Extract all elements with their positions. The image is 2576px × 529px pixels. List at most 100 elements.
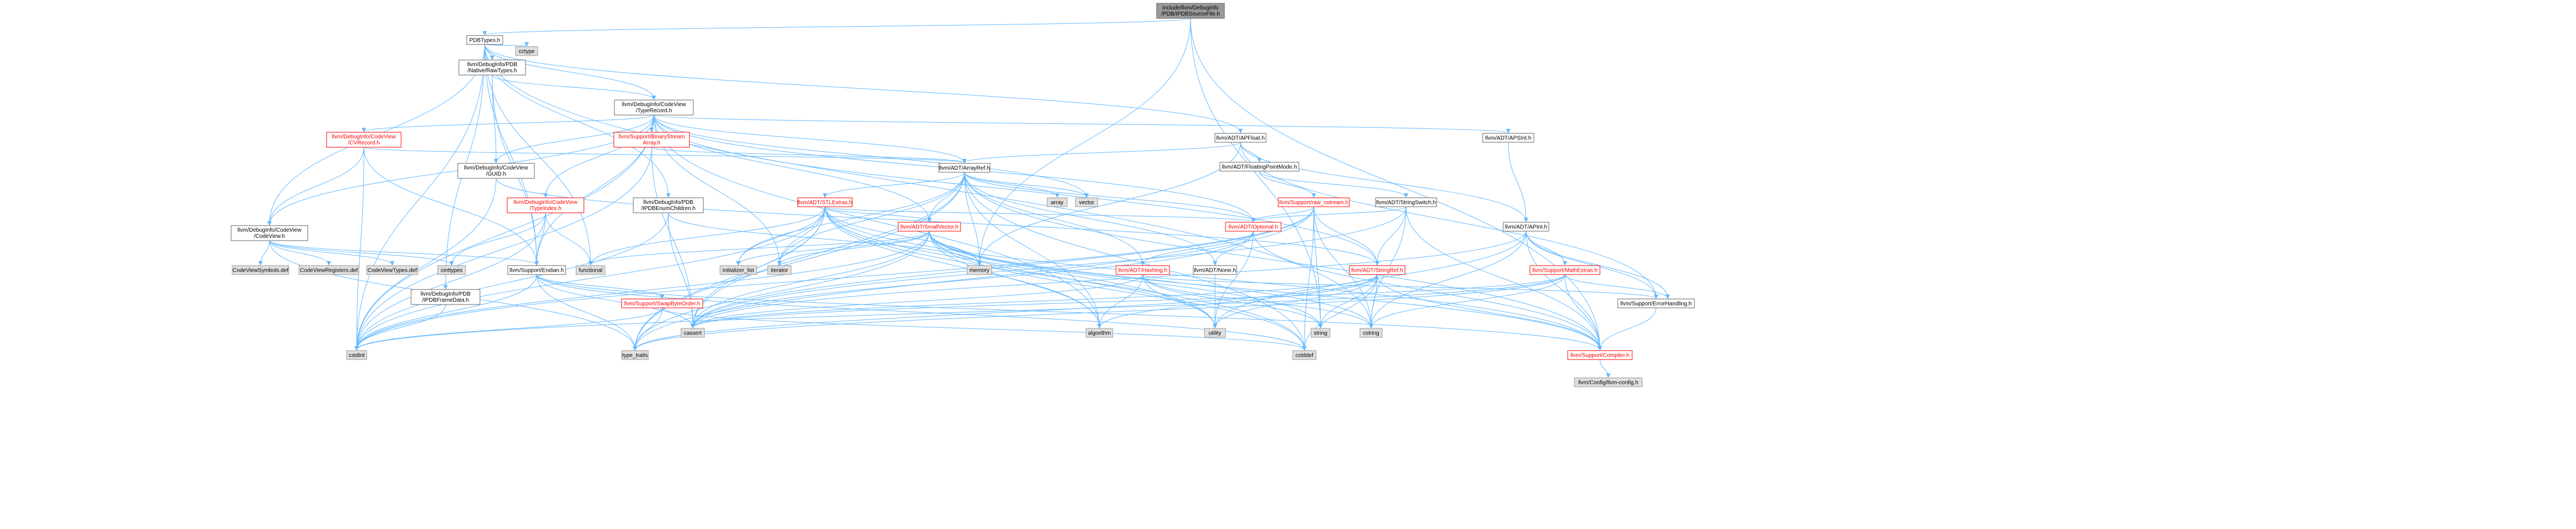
node-cstddef-label-0: cstddef	[1295, 353, 1313, 359]
node-functional[interactable]: functional	[576, 265, 606, 275]
node-algorithm[interactable]: algorithm	[1086, 328, 1113, 338]
node-endian[interactable]: llvm/Support/Endian.h	[507, 265, 566, 275]
node-stringref[interactable]: llvm/ADT/StringRef.h	[1349, 265, 1405, 275]
node-swapbyteorder[interactable]: llvm/Support/SwapByteOrder.h	[621, 298, 703, 308]
node-endian-label-0: llvm/Support/Endian.h	[509, 268, 564, 274]
node-typeindex-box	[507, 197, 584, 213]
edge-apint-to-cstring	[1369, 231, 1527, 328]
node-arrayref[interactable]: llvm/ADT/ArrayRef.h	[938, 163, 991, 173]
edge-rawostream-to-cstddef	[1302, 206, 1314, 351]
node-llvmconfig[interactable]: llvm/Config/llvm-config.h	[1574, 377, 1643, 387]
node-cvregistersdef[interactable]: CodeViewRegisters.def	[298, 265, 359, 275]
node-cassert[interactable]: cassert	[681, 328, 705, 338]
node-iterator[interactable]: iterator	[767, 265, 792, 275]
edge-pdbtypes-to-apfloat	[484, 44, 1243, 133]
node-cvtypesdef[interactable]: CodeViewTypes.def	[366, 265, 418, 275]
node-root[interactable]: include/llvm/DebugInfo/PDB/IPDBSourceFil…	[1156, 3, 1225, 19]
node-cvrecord[interactable]: llvm/DebugInfo/CodeView/CVRecord.h	[326, 132, 402, 148]
node-pdbtypes[interactable]: PDBTypes.h	[466, 35, 503, 45]
node-typetraits[interactable]: type_traits	[621, 350, 649, 360]
edge-cvrecord-to-arrayref	[363, 147, 967, 163]
node-stlextras[interactable]: llvm/ADT/STLExtras.h	[797, 197, 853, 207]
node-initializerlist[interactable]: initializer_list	[719, 265, 757, 275]
node-ipdbframedata[interactable]: llvm/DebugInfo/PDB/IPDBFrameData.h	[411, 289, 481, 305]
node-array[interactable]: array	[1047, 197, 1068, 207]
node-hashing[interactable]: llvm/ADT/Hashing.h	[1116, 265, 1170, 275]
node-floatingpointmode[interactable]: llvm/ADT/FloatingPointMode.h	[1219, 162, 1299, 172]
node-stringswitch[interactable]: llvm/ADT/StringSwitch.h	[1375, 197, 1437, 207]
edge-stlextras-to-initializerlist	[736, 206, 826, 266]
edge-arrayref-to-vector	[964, 172, 1089, 198]
node-stringref-label-0: llvm/ADT/StringRef.h	[1351, 268, 1403, 274]
node-cctype[interactable]: cctype	[515, 46, 538, 56]
node-iterator-box	[767, 265, 792, 275]
node-cinttypes[interactable]: cinttypes	[437, 265, 466, 275]
edge-arrayref-to-hashing	[964, 172, 1145, 266]
node-functional-label-0: functional	[579, 268, 603, 274]
node-guid-label-1: /GUID.h	[486, 171, 506, 177]
node-utility[interactable]: utility	[1204, 328, 1226, 338]
edge-smallvector-to-utility	[929, 231, 1217, 328]
node-guid[interactable]: llvm/DebugInfo/CodeView/GUID.h	[457, 163, 535, 179]
node-smallvector[interactable]: llvm/ADT/SmallVector.h	[898, 222, 961, 232]
node-nativerawtypes[interactable]: llvm/DebugInfo/PDB/Native/RawTypes.h	[458, 59, 526, 76]
node-apfloat[interactable]: llvm/ADT/APFloat.h	[1214, 133, 1267, 143]
node-arrayref-label-0: llvm/ADT/ArrayRef.h	[939, 166, 989, 172]
edge-typerecord-to-algorithm	[653, 114, 1102, 328]
edge-typeindex-to-cinttypes	[449, 212, 546, 266]
node-root-label-1: /PDB/IPDBSourceFile.h	[1161, 11, 1220, 17]
edge-swapbyteorder-to-cstddef	[662, 307, 1307, 351]
edge-root-to-memory	[977, 18, 1191, 266]
edge-stringref-to-typetraits	[633, 274, 1378, 351]
node-cstring-box	[1359, 328, 1383, 338]
node-cstdint[interactable]: cstdint	[346, 350, 367, 360]
node-cctype-box	[515, 46, 538, 56]
edge-apint-to-climits	[1525, 231, 1670, 299]
node-array-box	[1047, 197, 1068, 207]
node-string[interactable]: string	[1310, 328, 1330, 338]
node-nativerawtypes-label-1: /Native/RawTypes.h	[468, 68, 517, 74]
node-ipdbenumchildren[interactable]: llvm/DebugInfo/PDB/IPDBEnumChildren.h	[633, 197, 704, 213]
edge-hashing-to-string	[1142, 274, 1323, 328]
node-floatingpointmode-box	[1219, 162, 1299, 172]
edge-stlextras-to-cstdint	[354, 206, 826, 351]
node-vector[interactable]: vector	[1075, 197, 1098, 207]
node-typerecord[interactable]: llvm/DebugInfo/CodeView/TypeRecord.h	[614, 99, 694, 116]
node-apsint[interactable]: llvm/ADT/APSInt.h	[1482, 133, 1534, 143]
node-cvsymbolsdef[interactable]: CodeViewSymbols.def	[232, 265, 289, 275]
node-cstring[interactable]: cstring	[1359, 328, 1383, 338]
node-none[interactable]: llvm/ADT/None.h	[1193, 265, 1237, 275]
edge-root-to-compiler	[1190, 18, 1602, 351]
node-cvsymbolsdef-box	[232, 265, 289, 275]
node-cvsymbolsdef-label-0: CodeViewSymbols.def	[233, 268, 289, 274]
node-compiler[interactable]: llvm/Support/Compiler.h	[1567, 350, 1633, 360]
node-memory[interactable]: memory	[967, 265, 992, 275]
edge-arrayref-to-initializerlist	[736, 172, 965, 266]
node-typeindex[interactable]: llvm/DebugInfo/CodeView/TypeIndex.h	[507, 197, 584, 213]
node-rawostream[interactable]: llvm/Support/raw_ostream.h	[1278, 197, 1350, 207]
node-apsint-box	[1482, 133, 1534, 143]
edge-ipdbenumchildren-to-cstdint	[354, 212, 669, 351]
edge-pdbtypes-to-functional	[484, 44, 593, 266]
edge-rawostream-to-cstring	[1313, 206, 1373, 328]
node-cassert-label-0: cassert	[684, 331, 702, 337]
node-apint[interactable]: llvm/ADT/APInt.h	[1503, 222, 1549, 232]
edge-mathextras-to-climits	[1564, 274, 1670, 299]
node-iterator-label-0: iterator	[771, 268, 788, 274]
node-optional[interactable]: llvm/ADT/Optional.h	[1225, 222, 1282, 232]
node-errorhandling[interactable]: llvm/Support/ErrorHandling.h	[1617, 298, 1695, 308]
node-compiler-label-0: llvm/Support/Compiler.h	[1570, 353, 1629, 359]
node-mathextras[interactable]: llvm/Support/MathExtras.h	[1529, 265, 1600, 275]
node-none-box	[1193, 265, 1237, 275]
edge-arrayref-to-memory	[964, 172, 982, 266]
node-codeview[interactable]: llvm/DebugInfo/CodeView/CodeView.h	[231, 225, 308, 241]
node-cstddef[interactable]: cstddef	[1292, 350, 1317, 360]
node-binarystreamarray-box	[613, 132, 690, 148]
edge-apint-to-cassert	[691, 231, 1527, 328]
node-cvrecord-label-1: /CVRecord.h	[348, 140, 379, 146]
edge-typerecord-to-vector	[653, 114, 1089, 198]
edge-typerecord-to-stringref	[653, 114, 1379, 266]
edge-smallvector-to-typetraits	[633, 231, 930, 351]
edge-smallvector-to-cstring	[929, 231, 1373, 328]
